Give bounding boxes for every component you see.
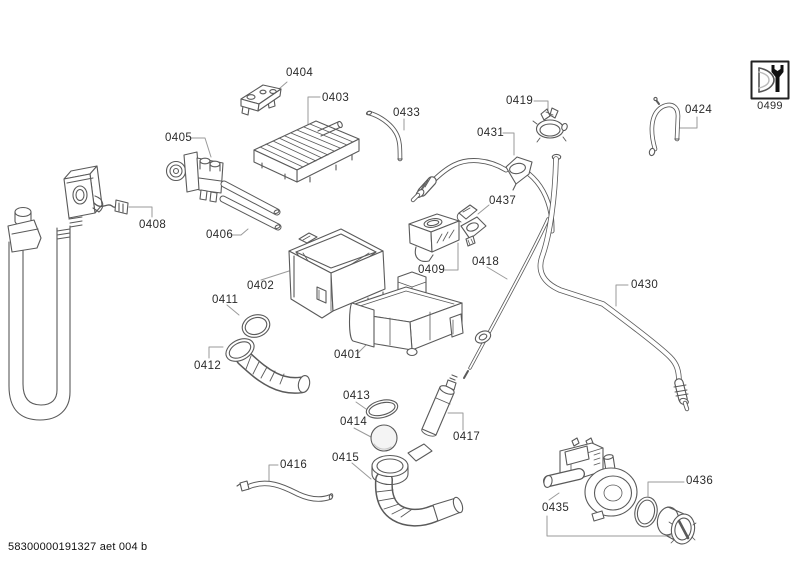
elbow-hose-drawing — [225, 338, 311, 394]
clip-drawing — [456, 204, 487, 247]
part-label-0411: 0411 — [212, 294, 239, 306]
part-label-0431: 0431 — [477, 127, 505, 139]
level-tube-drawing — [463, 217, 550, 379]
part-label-0405: 0405 — [165, 132, 193, 144]
part-label-0418: 0418 — [472, 256, 500, 268]
bracket-drawing — [240, 84, 282, 116]
pipes-drawing — [219, 180, 282, 231]
part-label-0412: 0412 — [194, 360, 222, 372]
ball-drawing — [370, 424, 398, 452]
hook-drawing — [648, 96, 681, 157]
part-label-0414: 0414 — [340, 416, 368, 428]
part-label-0416: 0416 — [280, 459, 308, 471]
door-icon — [758, 67, 775, 93]
leader-lines — [128, 81, 698, 537]
gasket-drawing — [634, 496, 658, 528]
drain-pump-drawing — [543, 437, 638, 522]
service-icon-box — [750, 60, 790, 100]
wrench-icon — [771, 65, 784, 92]
part-label-0430: 0430 — [631, 279, 659, 291]
seal-ring-drawing — [241, 314, 271, 338]
filter-cap-drawing — [656, 506, 697, 545]
part-label-0413: 0413 — [343, 390, 371, 402]
part-label-0404: 0404 — [286, 67, 314, 79]
siphon-box-drawing — [408, 213, 460, 262]
document-code: 58300000191327 aet 004 b — [8, 541, 148, 553]
part-label-0419: 0419 — [506, 95, 534, 107]
part-label-0436: 0436 — [686, 475, 714, 487]
service-icon-label: 0499 — [757, 100, 783, 112]
part-label-0409: 0409 — [418, 264, 446, 276]
dispenser-housing-drawing — [288, 228, 386, 320]
part-label-0433: 0433 — [393, 107, 421, 119]
clamp-drawing — [532, 107, 568, 143]
part-label-0415: 0415 — [332, 452, 360, 464]
part-label-0417: 0417 — [453, 431, 481, 443]
part-label-0406: 0406 — [206, 229, 234, 241]
drain-hose-drawing — [537, 153, 690, 412]
part-label-0403: 0403 — [322, 92, 350, 104]
part-label-0402: 0402 — [247, 280, 275, 292]
pump-hose-drawing — [371, 443, 464, 527]
part-label-0437: 0437 — [489, 195, 517, 207]
part-label-0435: 0435 — [542, 502, 570, 514]
part-label-0408: 0408 — [139, 219, 167, 231]
aquastop-hose-drawing — [7, 165, 129, 421]
cylinder-drawing — [421, 374, 458, 437]
dispenser-cover-drawing — [253, 120, 360, 183]
inlet-valve-drawing — [165, 151, 224, 203]
small-hose-drawing — [236, 480, 334, 502]
dispenser-drawer-drawing — [348, 271, 464, 357]
part-label-0401: 0401 — [334, 349, 362, 361]
o-ring-drawing — [365, 399, 399, 419]
tube-drawing — [365, 110, 403, 162]
part-label-0424: 0424 — [685, 104, 713, 116]
